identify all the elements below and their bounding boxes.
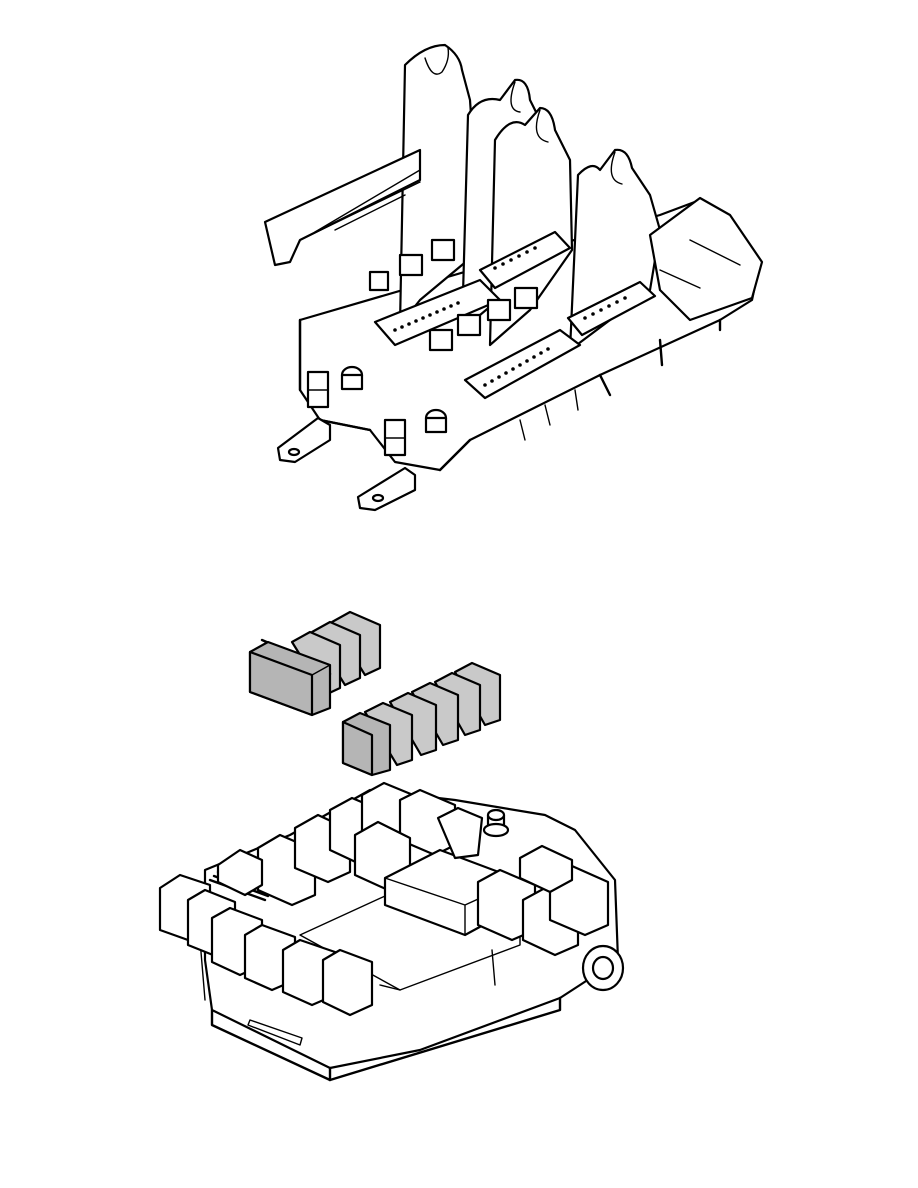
mini-relay-group-left [248, 610, 382, 717]
relay-fuse-box [158, 781, 625, 1082]
mounting-bolts [340, 365, 448, 434]
relay-carrier-bracket [263, 43, 764, 512]
connector-pins [393, 246, 627, 387]
mini-relay-group-right [341, 661, 502, 777]
